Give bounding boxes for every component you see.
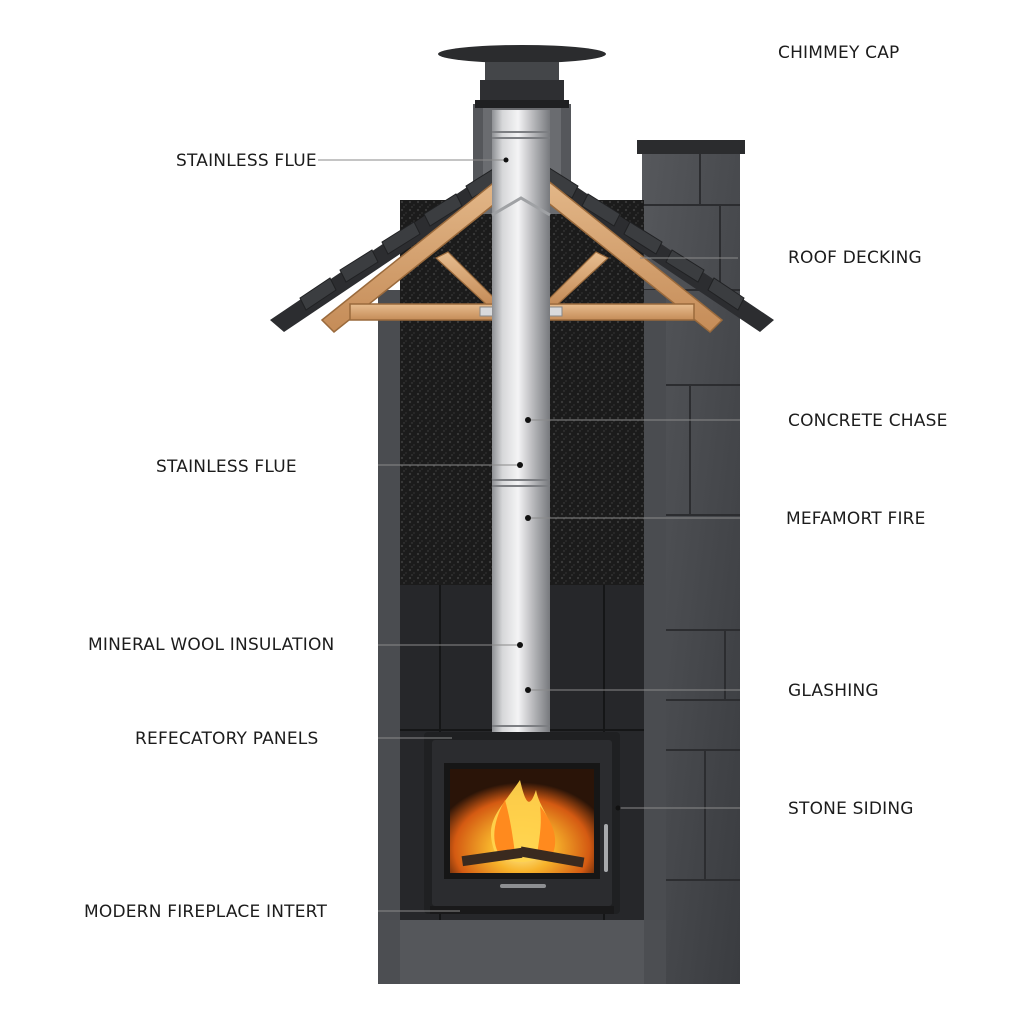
label-roof-decking: ROOF DECKING bbox=[788, 248, 922, 268]
stainless-flue bbox=[492, 110, 550, 736]
label-stainless-flue-mid: STAINLESS FLUE bbox=[156, 457, 297, 477]
fireplace-insert bbox=[424, 732, 620, 914]
label-concrete-chase: CONCRETE CHASE bbox=[788, 411, 948, 431]
label-stainless-flue-top: STAINLESS FLUE bbox=[176, 151, 317, 171]
label-glashing: GLASHING bbox=[788, 681, 879, 701]
chimney-cap bbox=[438, 45, 606, 108]
label-chimney-cap: CHIMMEY CAP bbox=[778, 43, 899, 63]
label-fireplace-insert: MODERN FIREPLACE INTERT bbox=[84, 902, 327, 922]
label-stone-siding: STONE SIDING bbox=[788, 799, 914, 819]
label-mefamort-fire: MEFAMORT FIRE bbox=[786, 509, 926, 529]
handle-icon bbox=[604, 824, 608, 872]
label-mineral-wool: MINERAL WOOL INSULATION bbox=[88, 635, 334, 655]
label-refecatory-panels: REFECATORY PANELS bbox=[135, 729, 318, 749]
